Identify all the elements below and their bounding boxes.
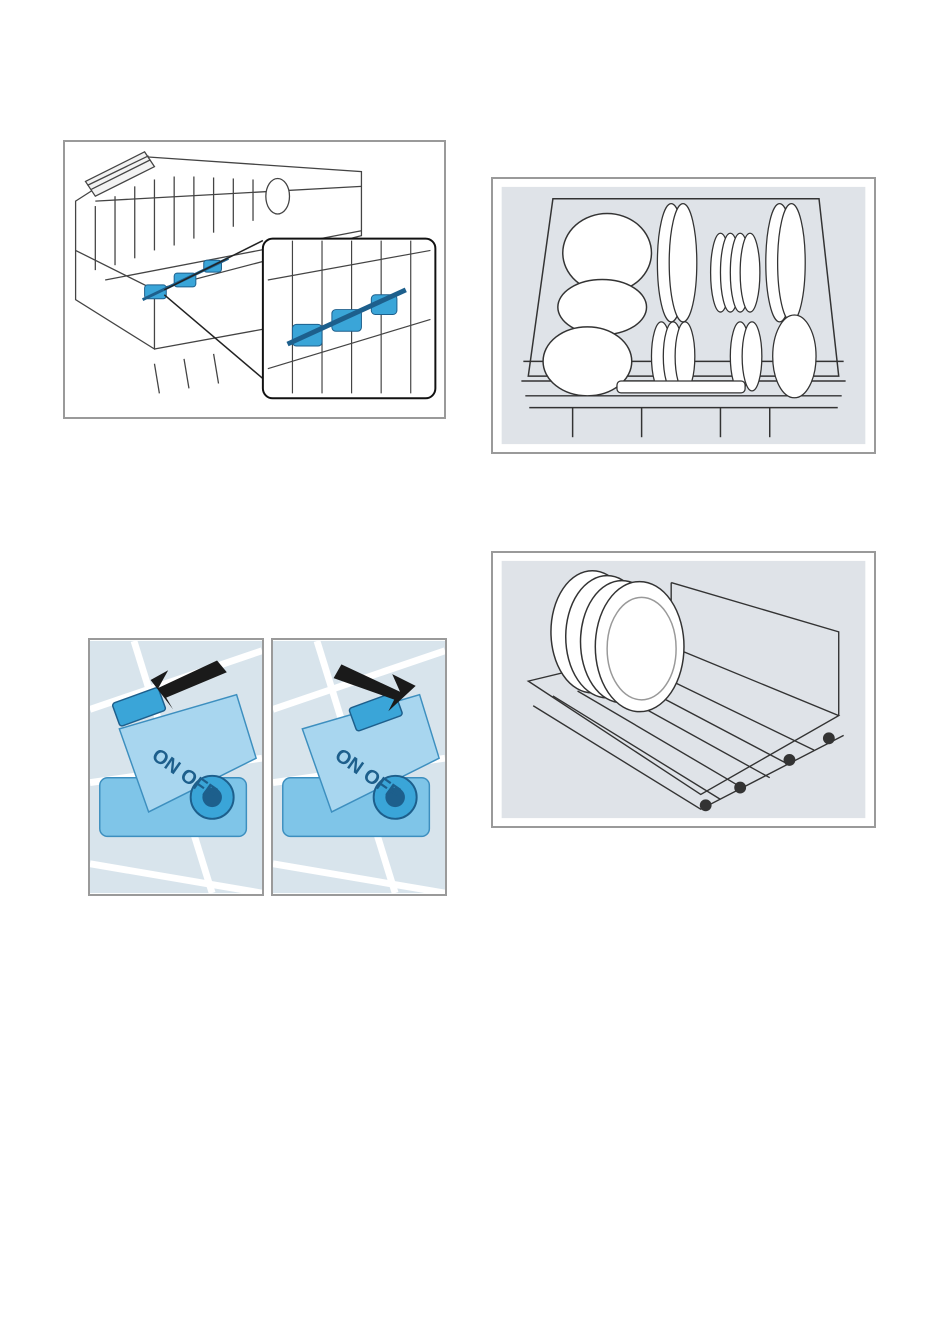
valve-on-figure: ON OFF <box>88 638 264 896</box>
valve-on-drawing: ON OFF <box>90 640 262 894</box>
rack-with-valves-figure <box>63 140 446 419</box>
upper-rack-loaded-figure <box>491 177 876 454</box>
upper-rack-loaded-drawing <box>493 179 874 452</box>
lower-rack-plates-drawing <box>493 553 874 826</box>
lower-rack-plates-figure <box>491 551 876 828</box>
valve-off-drawing: ON OFF <box>273 640 445 894</box>
rack-with-valves-drawing <box>65 142 444 417</box>
utensil-tray <box>617 381 745 393</box>
valve-off-figure: ON OFF <box>271 638 447 896</box>
valve-inset <box>263 239 435 399</box>
